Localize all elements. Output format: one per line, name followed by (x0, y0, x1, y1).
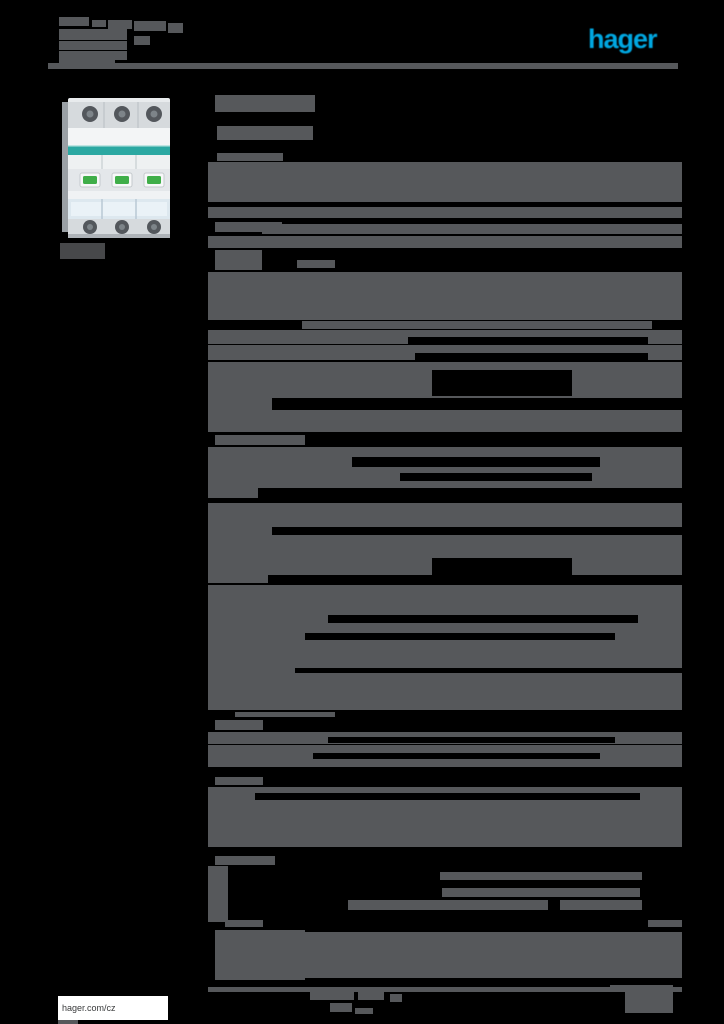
redacted-block (208, 687, 682, 710)
redacted-block (215, 250, 262, 270)
breaker-toggle (83, 176, 97, 184)
redacted-block (59, 51, 127, 60)
breaker-upper-face (68, 128, 170, 146)
redacted-block (168, 23, 183, 33)
redacted-block (302, 321, 652, 329)
redacted-block (58, 1019, 78, 1024)
redacted-block (640, 793, 682, 800)
redacted-block (560, 900, 642, 910)
redacted-block (215, 435, 305, 445)
redacted-block (432, 558, 572, 575)
redacted-block (92, 20, 106, 27)
redacted-block (208, 398, 272, 410)
redacted-block (208, 337, 408, 344)
redacted-block (600, 457, 682, 467)
redacted-block (208, 753, 313, 759)
redacted-block (225, 920, 263, 927)
redacted-block (60, 243, 105, 259)
redacted-block (208, 527, 272, 535)
redacted-block (648, 353, 682, 360)
redacted-block (208, 673, 682, 687)
breaker-toggle (115, 176, 129, 184)
redacted-block (348, 900, 548, 910)
redacted-block (208, 800, 682, 847)
redacted-block (215, 856, 275, 865)
redacted-block (208, 668, 295, 673)
redacted-block (310, 988, 354, 1000)
breaker-teal-band (68, 146, 170, 155)
redacted-block (592, 473, 682, 481)
redacted-block (59, 41, 127, 50)
redacted-block (215, 222, 282, 232)
redacted-block (108, 20, 132, 29)
redacted-block (208, 410, 682, 432)
redacted-block (262, 224, 682, 234)
redacted-block (432, 370, 572, 396)
redacted-block (208, 745, 682, 753)
redacted-block (208, 207, 682, 218)
hager-logo: hager (588, 24, 658, 54)
redacted-block (328, 737, 615, 743)
redacted-block (355, 1008, 373, 1014)
redacted-block (208, 467, 682, 473)
redacted-block (208, 623, 682, 633)
redacted-block (208, 633, 305, 640)
redacted-block (217, 153, 283, 161)
redacted-block (208, 615, 328, 623)
redacted-block (208, 640, 682, 668)
redacted-block (208, 447, 682, 457)
redacted-block (297, 260, 335, 268)
footer-link[interactable]: hager.com/cz (62, 1003, 116, 1013)
redacted-block (208, 481, 682, 488)
redacted-block (648, 337, 682, 344)
redacted-block (330, 1003, 352, 1012)
redacted-block (208, 987, 682, 992)
redacted-block (215, 930, 305, 980)
redacted-block (208, 488, 258, 498)
redacted-block (442, 888, 640, 897)
redacted-block (208, 457, 352, 467)
redacted-block (59, 60, 115, 65)
redacted-block (208, 473, 400, 481)
redacted-block (215, 95, 315, 112)
redacted-block (59, 17, 89, 26)
redacted-block (615, 633, 682, 640)
redacted-block (208, 866, 228, 922)
redacted-block (217, 126, 313, 140)
redacted-block (208, 585, 682, 590)
redacted-block (305, 932, 682, 978)
product-photo (62, 98, 170, 238)
redacted-block (208, 272, 682, 320)
redacted-block (215, 777, 263, 785)
redacted-block (208, 575, 268, 583)
breaker-toggle (147, 176, 161, 184)
redacted-block (208, 353, 415, 360)
breaker-label-row (68, 155, 170, 169)
redacted-block (208, 787, 682, 793)
redacted-block (638, 615, 682, 623)
redacted-block (48, 63, 678, 69)
redacted-block (208, 330, 682, 337)
redacted-block (600, 753, 682, 759)
redacted-block (215, 720, 263, 730)
breaker-angled-strip (68, 191, 170, 199)
redacted-block (440, 872, 642, 880)
redacted-block (208, 590, 682, 615)
footer-link-box: hager.com/cz (58, 996, 168, 1020)
redacted-block (134, 21, 166, 31)
redacted-block (208, 345, 682, 353)
redacted-block (390, 994, 402, 1002)
redacted-block (208, 793, 255, 800)
redacted-block (208, 162, 682, 202)
redacted-block (625, 985, 673, 1013)
redacted-block (208, 236, 682, 248)
redacted-block (208, 759, 682, 767)
redacted-block (59, 29, 127, 40)
redacted-block (648, 920, 682, 927)
redacted-block (134, 36, 150, 45)
redacted-block (235, 712, 335, 717)
redacted-block (358, 991, 384, 1000)
redacted-block (208, 503, 682, 527)
